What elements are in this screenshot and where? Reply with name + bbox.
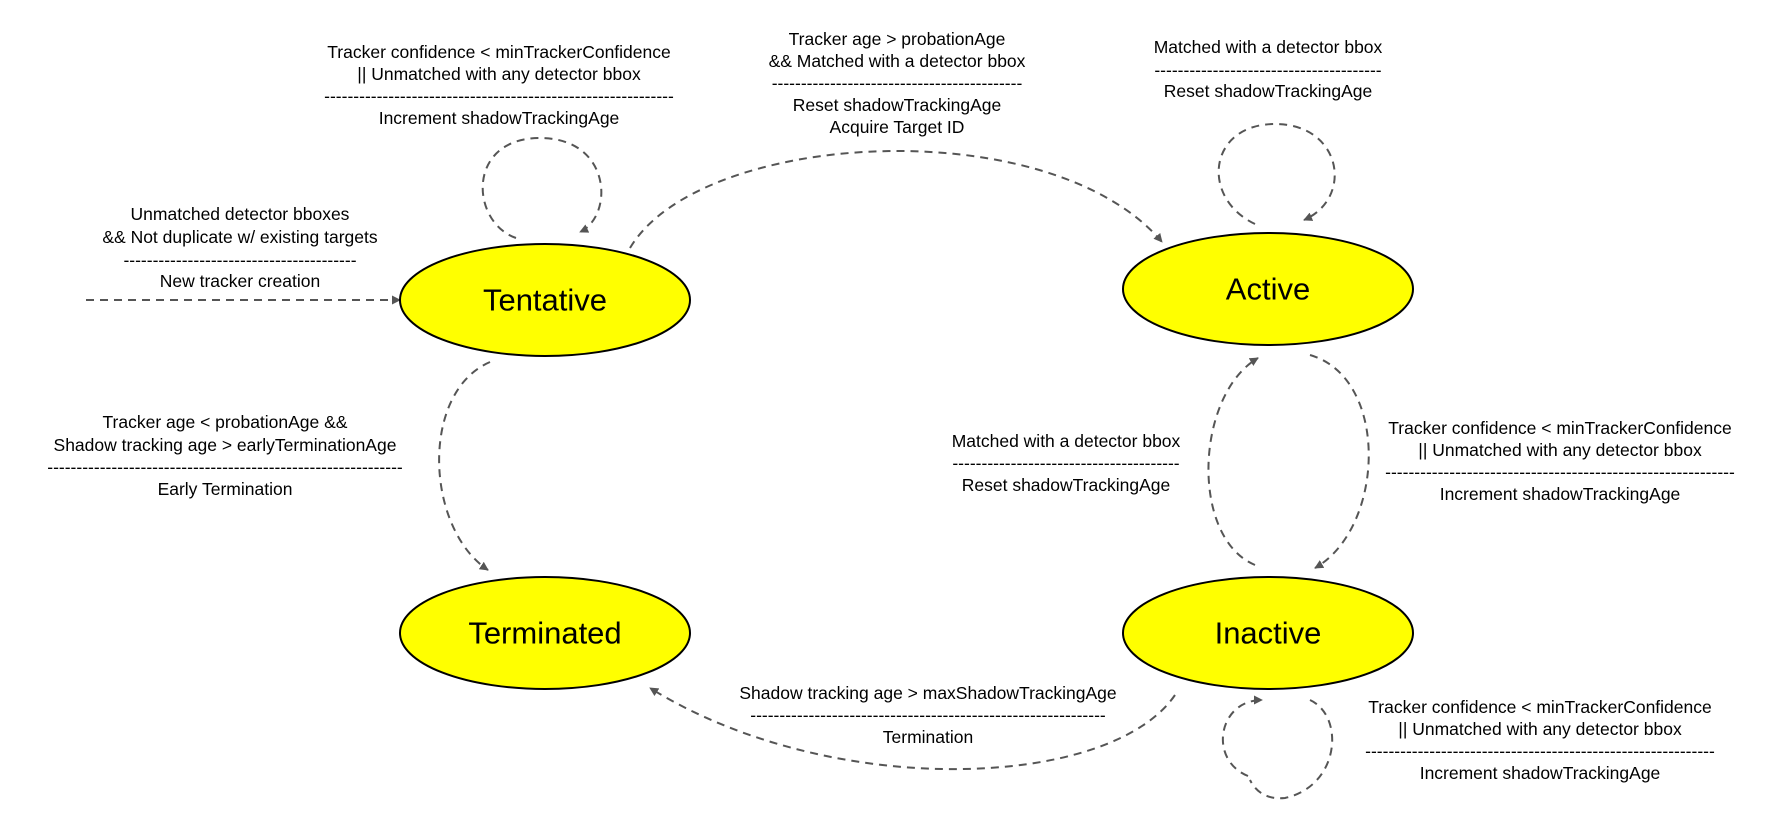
action-text: Increment shadowTrackingAge — [1420, 763, 1661, 783]
edge-active-to-inactive — [1309, 354, 1370, 569]
state-active-label: Active — [1226, 272, 1310, 307]
condition-text: Unmatched detector bboxes — [131, 204, 350, 224]
separator-line: ----------------------------------------… — [47, 457, 403, 477]
condition-text: && Not duplicate w/ existing targets — [102, 227, 378, 247]
separator-line: ---------------------------------------- — [123, 250, 356, 270]
state-inactive-label: Inactive — [1215, 616, 1322, 651]
separator-line: ----------------------------------------… — [772, 73, 1023, 93]
action-text: New tracker creation — [160, 271, 320, 291]
condition-text: Tracker confidence < minTrackerConfidenc… — [1368, 697, 1712, 717]
condition-text: Matched with a detector bbox — [1154, 37, 1383, 57]
condition-text: Shadow tracking age > maxShadowTrackingA… — [739, 683, 1116, 703]
condition-text: Tracker age < probationAge && — [103, 412, 348, 432]
label-tentative-to-terminated: Tracker age < probationAge && Shadow tra… — [47, 412, 403, 499]
condition-text: Shadow tracking age > earlyTerminationAg… — [54, 435, 397, 455]
condition-text: && Matched with a detector bbox — [769, 51, 1026, 71]
state-active: Active — [1122, 232, 1414, 346]
label-tentative-self: Tracker confidence < minTrackerConfidenc… — [324, 42, 674, 128]
state-tentative-label: Tentative — [483, 283, 607, 318]
action-text: Acquire Target ID — [830, 117, 965, 137]
edge-inactive-self-return — [1249, 699, 1334, 800]
action-text: Increment shadowTrackingAge — [379, 108, 620, 128]
action-text: Increment shadowTrackingAge — [1440, 484, 1681, 504]
state-inactive: Inactive — [1122, 576, 1414, 690]
state-terminated: Terminated — [399, 576, 691, 690]
label-active-self: Matched with a detector bbox -----------… — [1154, 37, 1383, 101]
label-creation: Unmatched detector bboxes && Not duplica… — [102, 204, 378, 291]
condition-text: || Unmatched with any detector bbox — [357, 64, 641, 84]
edge-inactive-self — [1221, 695, 1263, 777]
action-text: Reset shadowTrackingAge — [1164, 81, 1373, 101]
separator-line: ----------------------------------------… — [324, 86, 674, 106]
separator-line: ----------------------------------------… — [750, 705, 1106, 725]
action-text: Reset shadowTrackingAge — [962, 475, 1171, 495]
condition-text: || Unmatched with any detector bbox — [1398, 719, 1682, 739]
label-active-to-inactive: Tracker confidence < minTrackerConfidenc… — [1385, 418, 1735, 504]
condition-text: Tracker confidence < minTrackerConfidenc… — [327, 42, 671, 62]
action-text: Early Termination — [158, 479, 293, 499]
label-inactive-to-terminated: Shadow tracking age > maxShadowTrackingA… — [739, 683, 1116, 747]
condition-text: Tracker confidence < minTrackerConfidenc… — [1388, 418, 1732, 438]
edge-tentative-to-terminated — [438, 361, 491, 571]
condition-text: || Unmatched with any detector bbox — [1418, 440, 1702, 460]
state-tentative: Tentative — [399, 243, 691, 357]
edge-inactive-to-terminated — [649, 687, 1176, 771]
separator-line: ----------------------------------------… — [1385, 462, 1735, 482]
edge-active-self — [1217, 122, 1336, 225]
edge-tentative-self — [481, 136, 603, 239]
separator-line: --------------------------------------- — [1154, 60, 1381, 80]
condition-text: Tracker age > probationAge — [789, 29, 1006, 49]
action-text: Termination — [883, 727, 973, 747]
label-tentative-to-active: Tracker age > probationAge && Matched wi… — [769, 29, 1026, 137]
label-inactive-self: Tracker confidence < minTrackerConfidenc… — [1365, 697, 1715, 783]
state-terminated-label: Terminated — [468, 616, 621, 651]
label-inactive-to-active: Matched with a detector bbox -----------… — [952, 431, 1181, 495]
action-text: Reset shadowTrackingAge — [793, 95, 1002, 115]
edge-inactive-to-active — [1207, 357, 1259, 566]
separator-line: --------------------------------------- — [952, 453, 1179, 473]
separator-line: ----------------------------------------… — [1365, 741, 1715, 761]
edge-tentative-to-active — [629, 150, 1163, 249]
condition-text: Matched with a detector bbox — [952, 431, 1181, 451]
